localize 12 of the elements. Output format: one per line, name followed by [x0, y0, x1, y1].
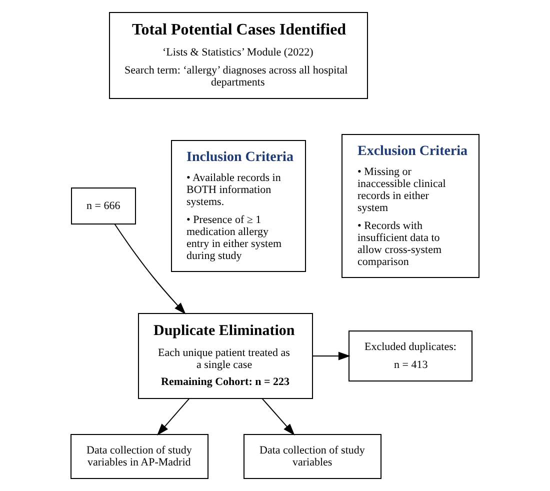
node-box: Inclusion Criteria • Available records in BOTH information systems. • Presence of ≥ 1 medication allergy entry in either system during study [171, 140, 306, 272]
node-box: Exclusion Criteria • Missing or inaccessible clinical records in either system • Records with insufficient data to allow cross-system comparison [342, 134, 480, 278]
arrow [114, 224, 186, 314]
node-box: Duplicate Elimination Each unique patient treated as a single case Remaining Cohort: n = 223 [138, 313, 313, 399]
arrow [312, 352, 350, 360]
arrow [156, 398, 190, 436]
node-box: Data collection of study variables [244, 434, 382, 479]
node-box: Total Potential Cases Identified ‘Lists & Statistics’ Module (2022) Search term: ‘allergy’ diagnoses across all hospital departments [109, 12, 368, 99]
node-box: Excluded duplicates: n = 413 [348, 330, 472, 382]
arrow [262, 398, 295, 436]
node-box: n = 666 [71, 188, 136, 224]
node-box: Data collection of study variables in AP-Madrid [70, 434, 208, 479]
